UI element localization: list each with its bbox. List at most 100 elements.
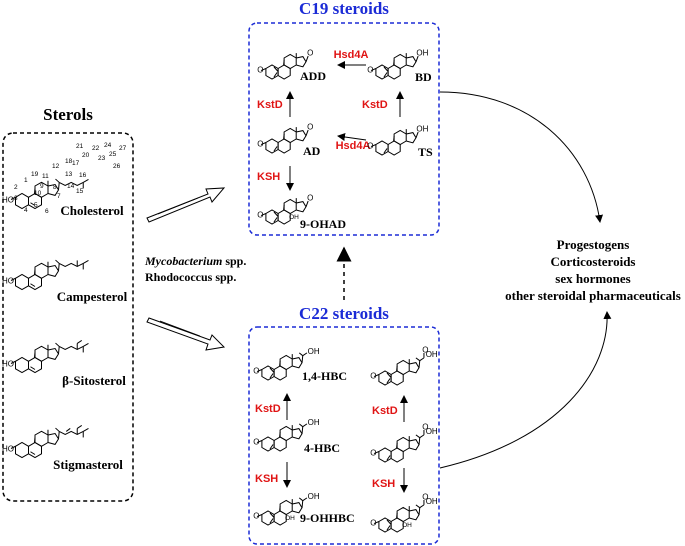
enzyme-kstd-c22-right: KstD	[372, 405, 398, 417]
svg-text:HO: HO	[2, 277, 14, 286]
svg-text:O: O	[307, 48, 313, 57]
sitosterol-structure: HO	[2, 340, 89, 374]
c19-title: C19 steroids	[299, 0, 389, 18]
svg-text:7: 7	[57, 193, 61, 200]
svg-text:22: 22	[92, 145, 100, 152]
svg-text:3: 3	[14, 195, 18, 202]
ts-to-ad-arrow	[337, 133, 367, 141]
svg-text:O: O	[253, 367, 259, 376]
svg-text:O: O	[257, 211, 263, 220]
svg-text:OH: OH	[426, 427, 438, 436]
bd-label: BD	[415, 70, 432, 84]
ohad-structure: O OH O	[257, 193, 313, 225]
ad-structure: OO	[257, 122, 313, 154]
hbc4-structure: O OH	[253, 418, 320, 452]
enzyme-ksh-c22-right: KSH	[372, 478, 395, 490]
svg-text:25: 25	[109, 151, 117, 158]
svg-text:17: 17	[72, 160, 80, 167]
c22-box	[248, 326, 440, 545]
svg-text:O: O	[257, 140, 263, 149]
svg-text:2: 2	[14, 184, 18, 191]
stigmasterol-label: Stigmasterol	[53, 457, 123, 472]
sitosterol-label: β-Sitosterol	[62, 373, 126, 388]
enzyme-hsd4a-mid: Hsd4A	[336, 140, 371, 152]
svg-text:OH: OH	[308, 492, 320, 501]
bd-structure: O OH	[367, 48, 429, 80]
cholesterol-structure: HO	[2, 178, 89, 210]
svg-text:HO: HO	[2, 196, 14, 205]
svg-text:6: 6	[45, 208, 49, 215]
svg-text:27: 27	[119, 145, 127, 152]
svg-text:9: 9	[40, 183, 44, 190]
organism-label: Mycobacterium spp.	[144, 254, 246, 268]
add-structure: OO	[257, 48, 313, 80]
svg-text:HO: HO	[2, 360, 14, 369]
enzyme-hsd4a-top: Hsd4A	[334, 49, 369, 61]
svg-text:O: O	[307, 122, 313, 131]
svg-text:O: O	[370, 449, 376, 458]
sterols-title: Sterols	[43, 105, 93, 124]
svg-text:11: 11	[42, 173, 49, 180]
hbc14-label: 1,4-HBC	[302, 369, 347, 383]
svg-text:OH: OH	[426, 497, 438, 506]
svg-text:O: O	[367, 142, 373, 151]
svg-text:16: 16	[79, 172, 87, 179]
svg-text:O: O	[253, 438, 259, 447]
svg-text:O: O	[307, 193, 313, 202]
svg-text:O: O	[253, 512, 259, 521]
c22-to-products-arrow	[439, 311, 612, 469]
svg-text:24: 24	[104, 142, 112, 149]
svg-text:26: 26	[113, 163, 121, 170]
svg-text:O: O	[422, 345, 428, 354]
ad-label: AD	[303, 144, 321, 158]
svg-text:OH: OH	[285, 515, 295, 522]
svg-text:OH: OH	[289, 214, 299, 221]
svg-text:OH: OH	[308, 418, 320, 427]
campesterol-structure: HO	[2, 259, 89, 291]
svg-text:20: 20	[82, 152, 90, 159]
ts-label: TS	[418, 145, 433, 159]
svg-text:O: O	[367, 66, 373, 75]
svg-text:O: O	[257, 66, 263, 75]
cholesterol-label: Cholesterol	[60, 203, 124, 218]
c19-box	[248, 22, 440, 236]
c22-title: C22 steroids	[299, 304, 389, 323]
hbc14-structure: O OH	[253, 347, 320, 381]
hbc4-label: 4-HBC	[304, 441, 340, 455]
enzyme-kstd-c19-left: KstD	[257, 99, 283, 111]
rhodococcus-label: Rhodococcus spp.	[145, 270, 236, 284]
svg-text:OH: OH	[402, 522, 412, 529]
product-other: other steroidal pharmaceuticals	[505, 288, 681, 303]
svg-text:OH: OH	[416, 124, 428, 133]
svg-text:10: 10	[34, 190, 42, 197]
conversion-arrow-c22	[146, 317, 226, 351]
svg-text:OH: OH	[426, 350, 438, 359]
conversion-arrow-c19	[146, 187, 226, 223]
svg-text:8: 8	[53, 184, 57, 191]
svg-text:12: 12	[52, 163, 60, 170]
svg-text:18: 18	[65, 158, 73, 165]
svg-text:14: 14	[67, 183, 75, 190]
svg-text:OH: OH	[416, 48, 428, 57]
ohhbc-label: 9-OHHBC	[300, 511, 355, 525]
svg-text:15: 15	[76, 188, 84, 195]
svg-text:O: O	[370, 519, 376, 528]
product-progestogens: Progestogens	[557, 237, 630, 252]
svg-text:O: O	[370, 372, 376, 381]
svg-text:OH: OH	[308, 347, 320, 356]
svg-text:O: O	[422, 492, 428, 501]
svg-text:23: 23	[98, 155, 106, 162]
svg-text:1: 1	[24, 177, 28, 184]
ohhbc-structure: O OH OH	[253, 492, 320, 526]
svg-text:O: O	[422, 422, 428, 431]
svg-text:19: 19	[31, 171, 39, 178]
product-corticosteroids: Corticosteroids	[551, 254, 636, 269]
enzyme-ksh-c19: KSH	[257, 171, 280, 183]
product-sex-hormones: sex hormones	[555, 271, 630, 286]
